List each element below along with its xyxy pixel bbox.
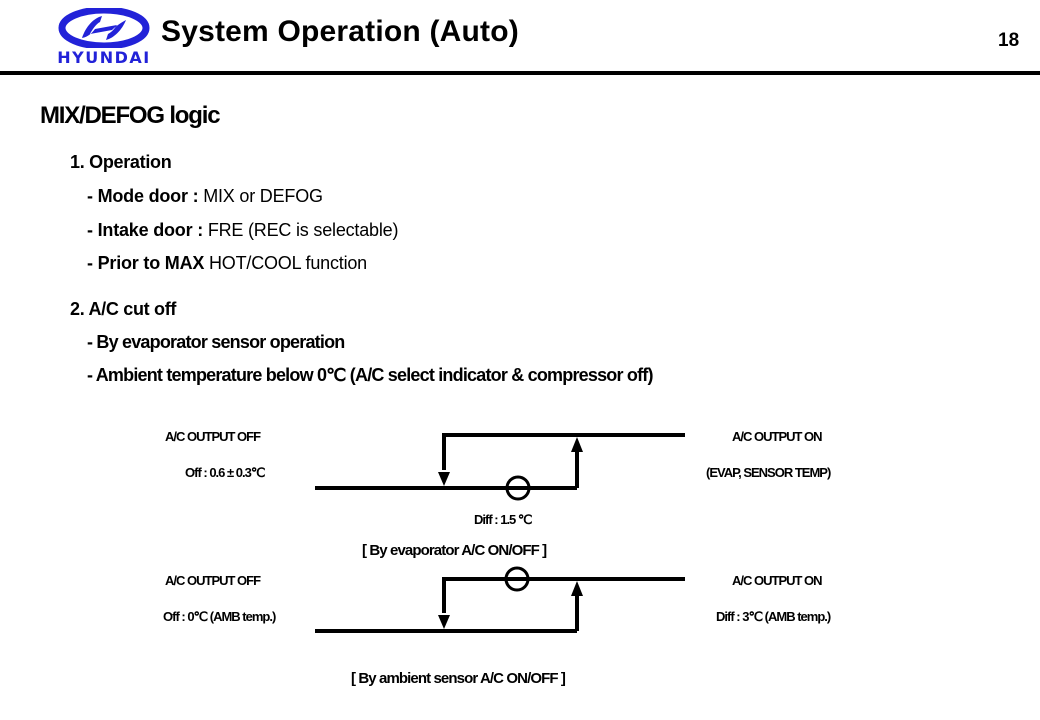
off-threshold-label: Off : 0.6 ± 0.3℃: [185, 465, 265, 480]
operation-item-value: HOT/COOL function: [209, 253, 367, 273]
ac-cut-off-item: - By evaporator sensor operation: [87, 332, 345, 352]
marker-circle: [504, 566, 530, 592]
operation-item-prefix: - Prior to MAX: [87, 253, 209, 273]
evaporator-hysteresis-diagram: [315, 433, 685, 501]
operation-item: - Prior to MAX HOT/COOL function: [87, 253, 367, 274]
operation-heading: 1. Operation: [70, 152, 172, 172]
hyundai-logo: HYUNDAI: [52, 8, 156, 67]
page-number: 18: [998, 30, 1020, 51]
page-title: System Operation (Auto): [161, 15, 519, 48]
diff-label: Diff : 1.5 ℃: [474, 512, 532, 527]
off-threshold-label: Off : 0℃ (AMB temp.): [163, 609, 276, 624]
ac-output-on-label: A/C OUTPUT ON: [732, 429, 823, 444]
operation-item: - Mode door : MIX or DEFOG: [87, 186, 323, 207]
operation-item-prefix: - Mode door :: [87, 186, 204, 206]
ac-output-off-label: A/C OUTPUT OFF: [165, 573, 261, 588]
on-sensor-label: (EVAP, SENSOR TEMP): [706, 465, 831, 480]
section-title: MIX/DEFOG logic: [40, 102, 221, 129]
turn-on-arrow: [571, 581, 583, 596]
turn-off-arrow: [438, 615, 450, 629]
turn-off-arrow: [438, 472, 450, 486]
ambient-hysteresis-diagram: [315, 566, 685, 633]
operation-item-prefix: - Intake door :: [87, 220, 208, 240]
logo-wordmark: HYUNDAI: [57, 48, 151, 67]
ac-cut-off-item: - Ambient temperature below 0℃ (A/C sele…: [87, 365, 653, 385]
operation-item-value: MIX or DEFOG: [203, 186, 323, 206]
operation-item-value: FRE (REC is selectable): [207, 220, 399, 240]
ac-output-on-label: A/C OUTPUT ON: [732, 573, 823, 588]
operation-item: - Intake door : FRE (REC is selectable): [87, 220, 398, 241]
diff-label: Diff : 3℃ (AMB temp.): [716, 609, 831, 624]
header-divider: [0, 71, 1040, 75]
ac-cut-off-heading: 2. A/C cut off: [70, 299, 177, 319]
diagram-caption: [ By ambient sensor A/C ON/OFF ]: [351, 670, 566, 687]
diagram-caption: [ By evaporator A/C ON/OFF ]: [362, 542, 547, 559]
on-level-line: [442, 433, 685, 470]
marker-circle: [505, 475, 531, 501]
ac-output-off-label: A/C OUTPUT OFF: [165, 429, 261, 444]
on-level-line: [442, 577, 685, 613]
turn-on-arrow: [571, 437, 583, 452]
hyundai-emblem-icon: [58, 8, 150, 48]
